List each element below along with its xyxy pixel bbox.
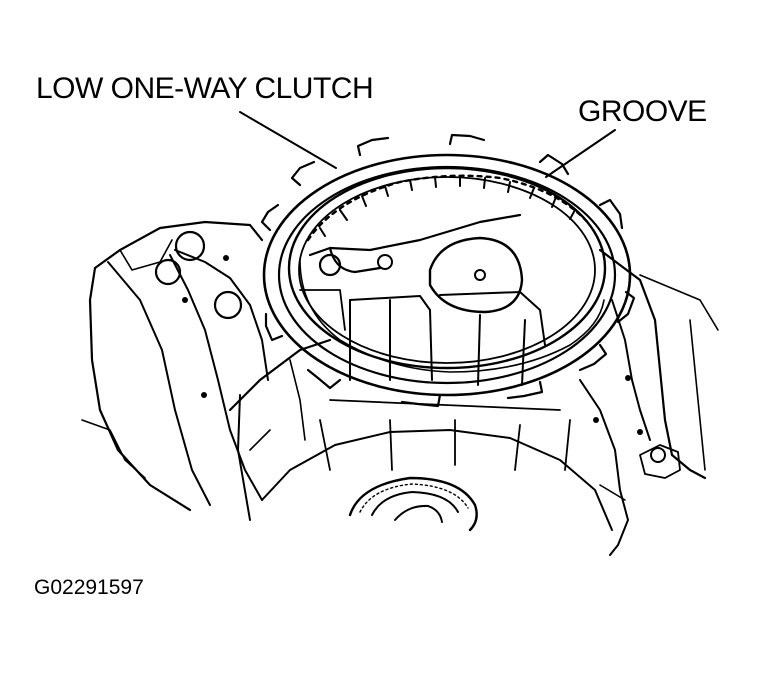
figure-id: G02291597 (34, 576, 144, 599)
leader-line-groove (545, 129, 616, 178)
bolt-icon (174, 230, 206, 262)
label-groove: GROOVE (578, 95, 707, 128)
label-low-one-way-clutch: LOW ONE-WAY CLUTCH (36, 72, 374, 105)
center-gear-hub (348, 476, 478, 532)
bolt-icon (650, 447, 666, 463)
bolt-icon (213, 290, 243, 320)
low-one-way-clutch-ring (260, 133, 636, 408)
bolt-icon (154, 258, 182, 286)
case-bolts (154, 230, 666, 463)
leader-lines (239, 111, 616, 178)
hole-icon (223, 255, 229, 261)
hole-icon (625, 375, 631, 381)
hole-icon (637, 429, 643, 435)
leader-line-low-one-way-clutch (239, 111, 337, 169)
hole-icon (201, 392, 207, 398)
hole-icon (182, 297, 188, 303)
detail-strokes (249, 359, 626, 501)
hole-icon (593, 417, 599, 423)
transmission-case (81, 220, 719, 556)
